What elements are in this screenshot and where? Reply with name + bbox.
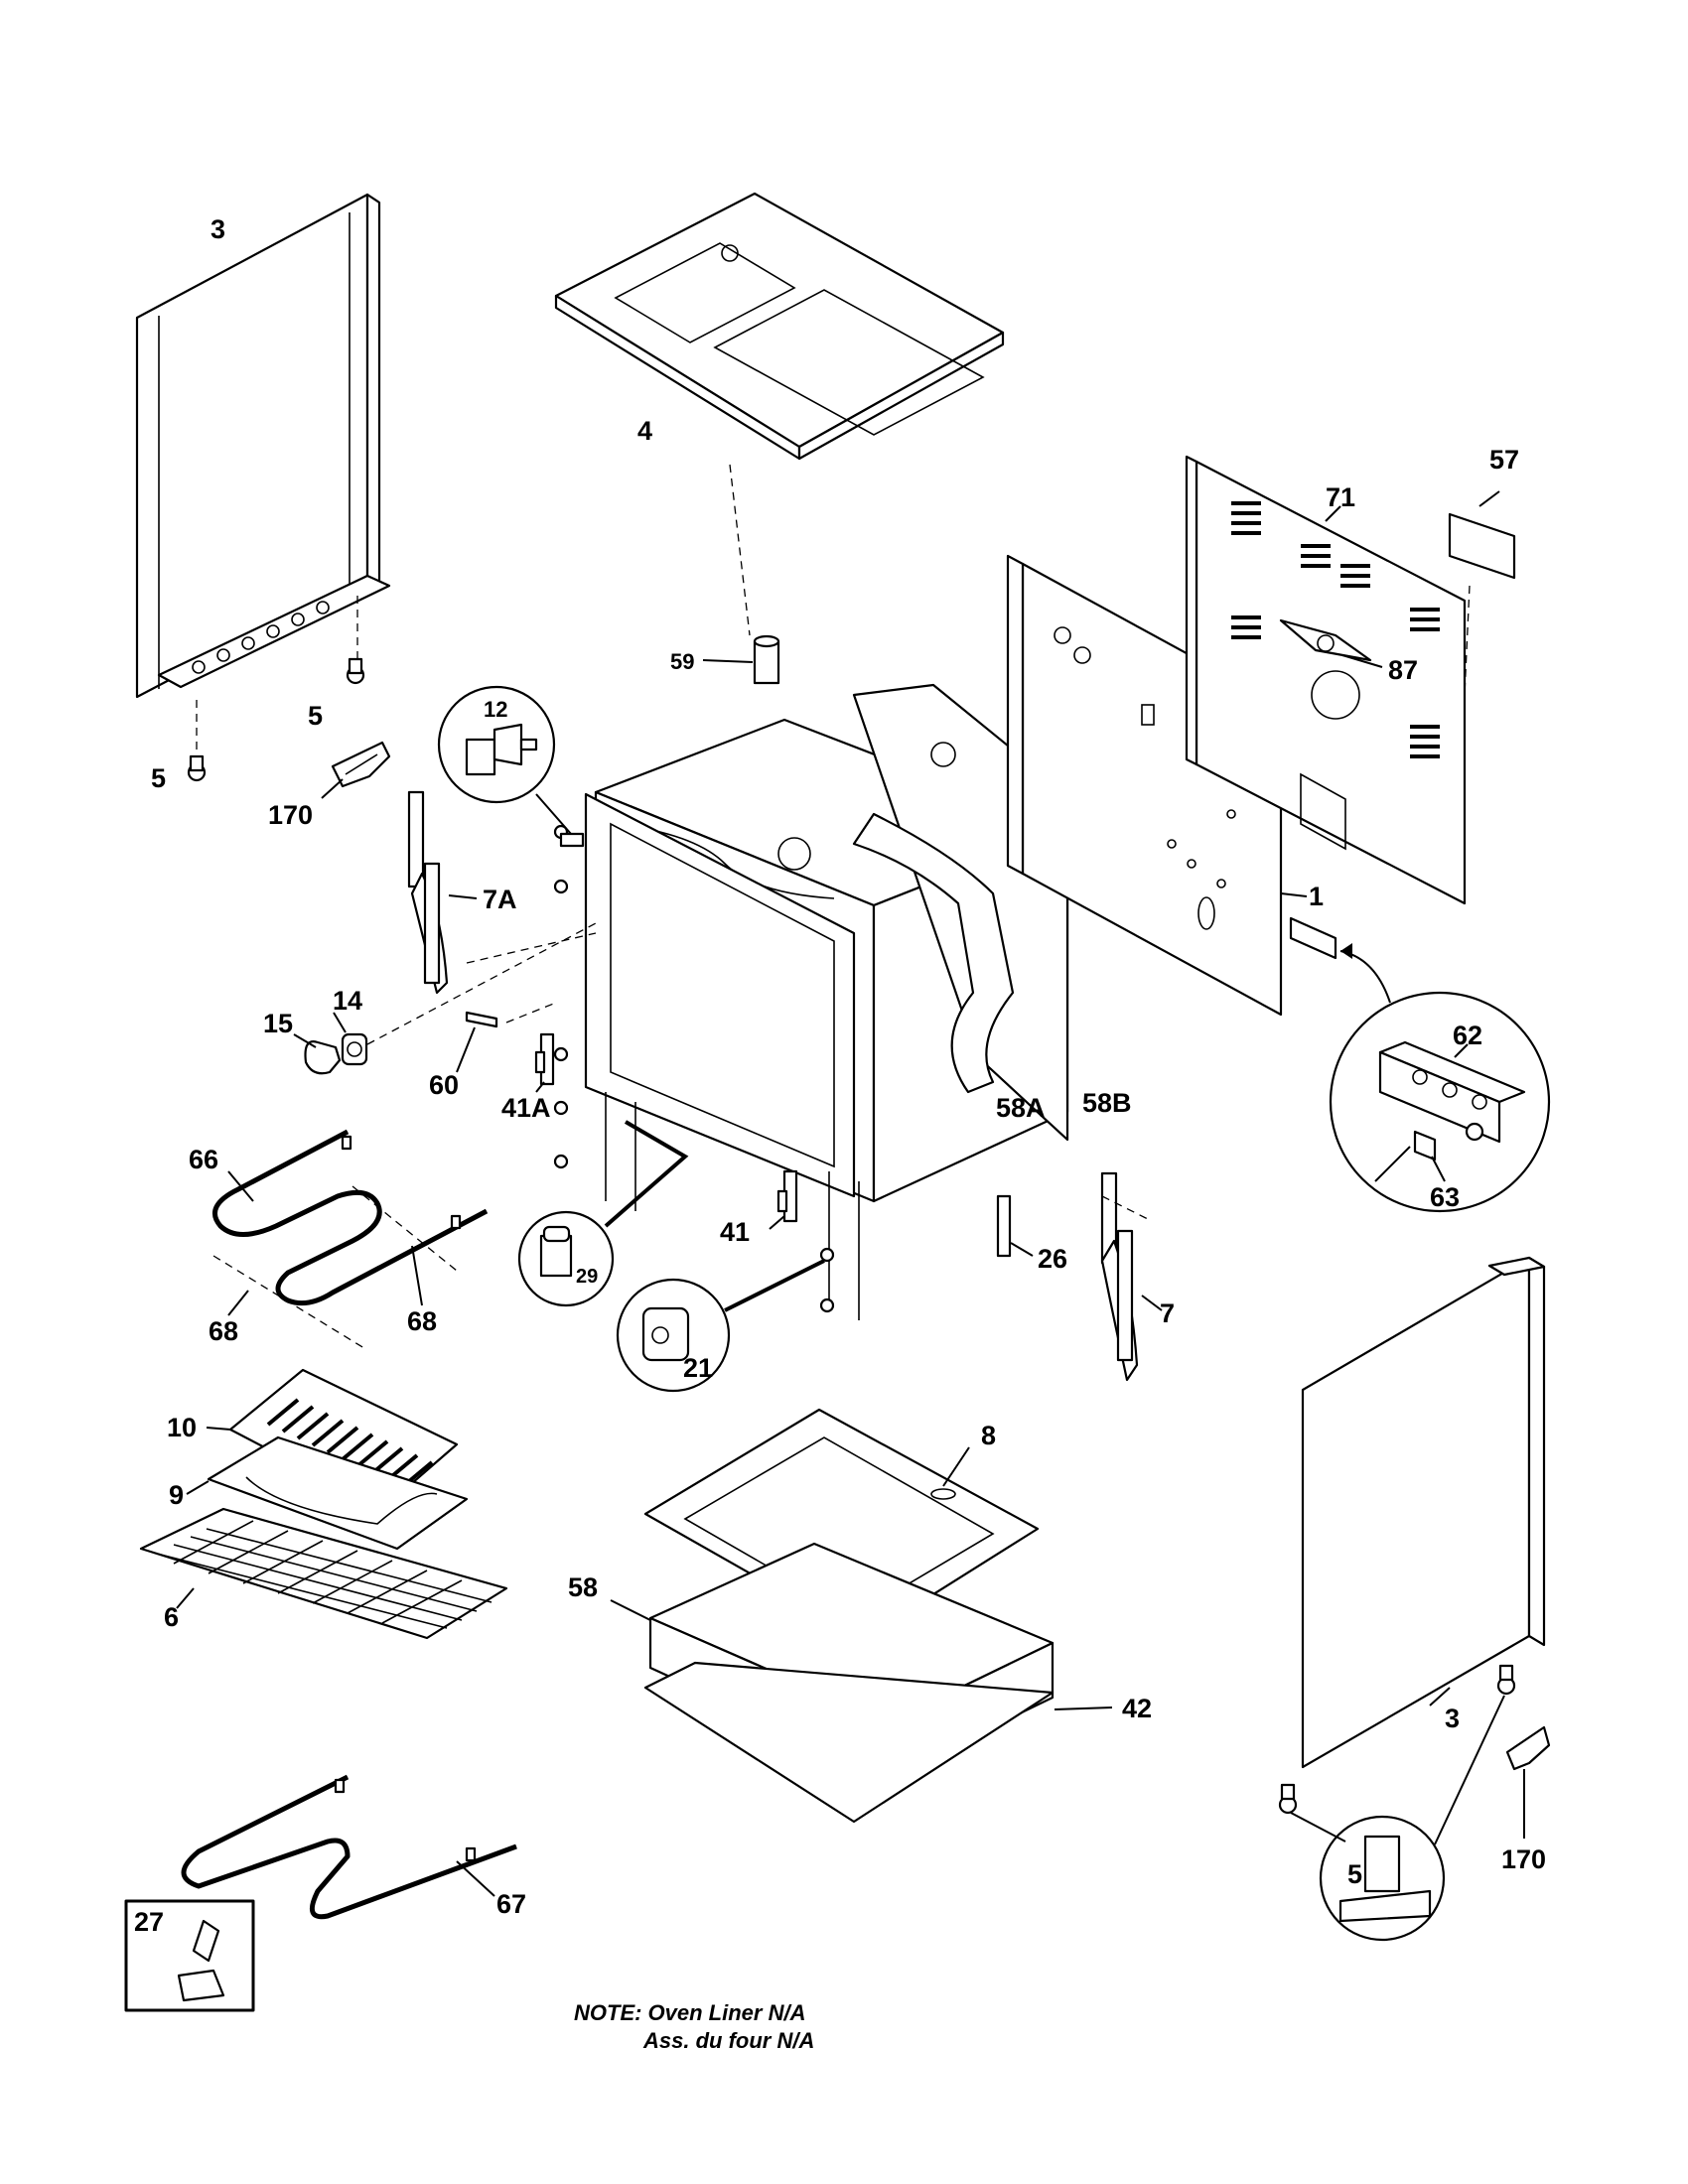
label-5-a: 5 — [308, 701, 323, 731]
label-68-a: 68 — [209, 1316, 238, 1346]
label-3-right: 3 — [1445, 1704, 1460, 1733]
label-66: 66 — [189, 1145, 218, 1174]
label-1: 1 — [1309, 882, 1324, 911]
label-7: 7 — [1160, 1298, 1175, 1328]
leg-bracket — [1505, 1725, 1551, 1771]
label-26: 26 — [1038, 1244, 1067, 1274]
detail-terminal-block — [1329, 991, 1551, 1213]
note-line-1: NOTE: Oven Liner N/A — [574, 2000, 805, 2025]
label-71: 71 — [1326, 482, 1355, 512]
label-12: 12 — [484, 697, 507, 722]
label-41A: 41A — [501, 1093, 551, 1123]
detail-door-stop-21 — [616, 1278, 731, 1393]
label-59: 59 — [670, 649, 694, 674]
label-10: 10 — [167, 1413, 197, 1442]
label-68-b: 68 — [407, 1306, 437, 1336]
label-7A: 7A — [483, 885, 517, 914]
label-41: 41 — [720, 1217, 750, 1247]
label-63: 63 — [1430, 1182, 1460, 1212]
detail-leveling-leg — [1319, 1815, 1446, 1942]
label-8: 8 — [981, 1421, 996, 1450]
detail-clip-29 — [517, 1210, 615, 1307]
lamp-socket — [341, 1032, 368, 1066]
label-170-left: 170 — [268, 800, 313, 830]
left-side-panel — [135, 193, 391, 764]
detail-switch — [437, 685, 556, 804]
note-line-2: Ass. du four N/A — [642, 2028, 814, 2053]
label-5-c: 5 — [1347, 1859, 1362, 1889]
terminal-block-small — [1289, 916, 1337, 960]
leg-bracket — [331, 741, 391, 788]
lamp-bulb — [304, 1040, 342, 1075]
label-170-right: 170 — [1501, 1844, 1546, 1874]
label-14: 14 — [333, 986, 362, 1016]
label-9: 9 — [169, 1480, 184, 1510]
label-5-b: 5 — [151, 763, 166, 793]
panel-holes — [192, 601, 330, 674]
broil-element — [212, 1129, 489, 1306]
leveling-screw — [187, 754, 207, 782]
label-60: 60 — [429, 1070, 459, 1100]
front-frame — [584, 792, 860, 1320]
bake-element — [181, 1774, 517, 1920]
label-42: 42 — [1122, 1694, 1152, 1723]
label-3-left: 3 — [211, 214, 225, 244]
door-stop — [465, 1011, 498, 1028]
rear-cover-panel — [1185, 455, 1467, 905]
hinge-left — [407, 790, 449, 995]
terminal-block — [753, 634, 780, 685]
vent-slots — [1231, 501, 1440, 758]
leveling-screw — [1496, 1664, 1516, 1696]
label-21: 21 — [683, 1353, 713, 1383]
label-67: 67 — [496, 1889, 526, 1919]
label-6: 6 — [164, 1602, 179, 1632]
frame-screws — [553, 824, 835, 1313]
detail-box-clip — [124, 1899, 255, 2012]
oven-rack — [139, 1507, 508, 1640]
bracket-41A — [534, 1032, 555, 1086]
label-58A: 58A — [996, 1093, 1046, 1123]
label-15: 15 — [263, 1009, 293, 1038]
right-side-panel — [1301, 1256, 1546, 1769]
main-top — [554, 192, 1005, 461]
label-4: 4 — [637, 416, 652, 446]
label-29: 29 — [576, 1266, 598, 1288]
label-58: 58 — [568, 1572, 598, 1602]
label-27: 27 — [134, 1907, 164, 1937]
leveling-screw — [346, 657, 365, 685]
bracket-26 — [996, 1194, 1012, 1258]
leveling-screw — [1278, 1783, 1298, 1815]
insulation-wrap — [852, 812, 1015, 1094]
bracket-41 — [776, 1169, 798, 1223]
broil-pan — [207, 1435, 469, 1551]
access-cover — [1448, 512, 1516, 580]
label-62: 62 — [1453, 1021, 1482, 1050]
hinge-right — [1100, 1171, 1139, 1382]
bracket-plate — [1279, 618, 1372, 662]
oven-bottom-panel — [643, 1661, 1055, 1824]
label-87: 87 — [1388, 655, 1418, 685]
label-57: 57 — [1489, 445, 1519, 475]
label-58B: 58B — [1082, 1088, 1132, 1118]
broil-pan-insert — [228, 1368, 459, 1511]
